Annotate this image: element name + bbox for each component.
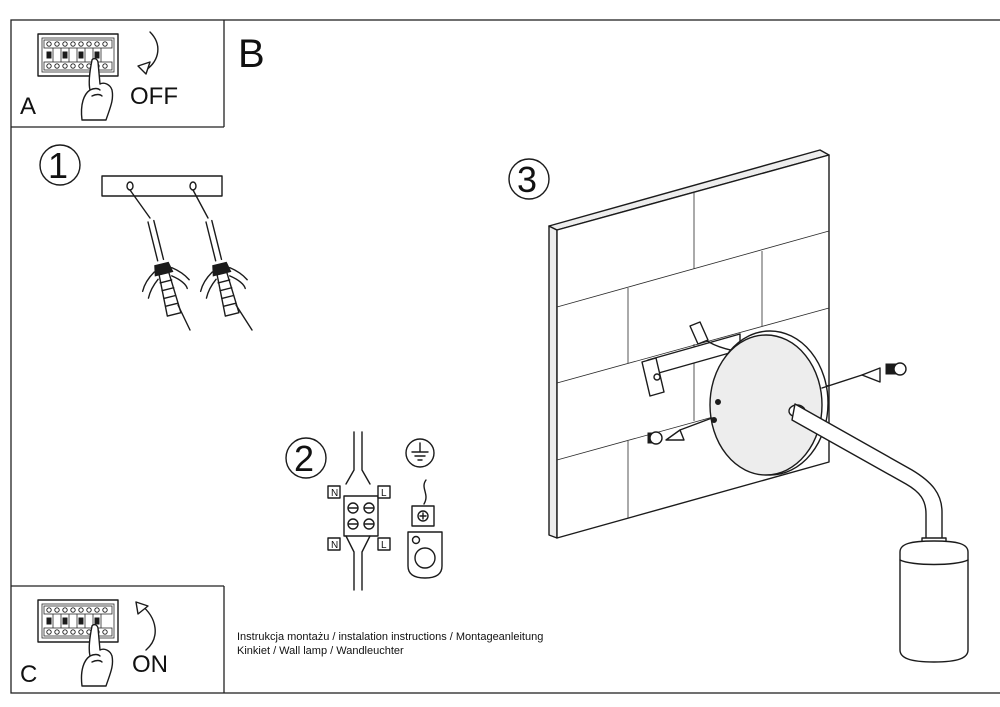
step-3-badge bbox=[508, 158, 550, 200]
rotate-down-arrow-icon bbox=[145, 31, 159, 71]
terminal-l-top: L bbox=[381, 488, 387, 499]
panel-a-letter: A bbox=[20, 93, 36, 120]
lamp-arm bbox=[791, 403, 943, 541]
panel-c-letter: C bbox=[20, 661, 37, 688]
switch-off-label: OFF bbox=[130, 83, 178, 110]
step-1-badge bbox=[39, 144, 81, 186]
switch-on-label: ON bbox=[132, 651, 168, 678]
wall-plug-icon bbox=[125, 215, 198, 322]
step-3-number: 3 bbox=[517, 159, 537, 200]
ground-symbol-icon bbox=[405, 438, 435, 468]
panel-a: A OFF bbox=[20, 31, 178, 121]
step-1-number: 1 bbox=[48, 145, 68, 186]
mounting-bracket bbox=[101, 175, 223, 197]
wall-plug-icon bbox=[183, 215, 256, 322]
insert-arrow-icon bbox=[861, 367, 881, 383]
panel-b-letter: B bbox=[238, 32, 265, 76]
insert-arrow-icon bbox=[665, 429, 685, 441]
step-3-assembly: 3 bbox=[508, 149, 969, 663]
breaker-panel-icon bbox=[37, 33, 119, 77]
panel-c: C ON bbox=[20, 599, 168, 688]
step-1-mounting: 1 bbox=[39, 144, 256, 331]
lamp-holder bbox=[899, 540, 969, 663]
step-2-wiring: 2 N L N L bbox=[285, 431, 443, 591]
sheet-border bbox=[10, 19, 1000, 694]
terminal-n-top: N bbox=[331, 488, 338, 499]
canopy bbox=[709, 334, 823, 476]
caption-line-2: Kinkiet / Wall lamp / Wandleuchter bbox=[237, 645, 404, 657]
step-2-number: 2 bbox=[294, 438, 314, 479]
terminal-n-bottom: N bbox=[331, 540, 338, 551]
terminal-block bbox=[343, 495, 379, 537]
step-2-badge bbox=[285, 437, 327, 479]
caption-line-1: Instrukcja montażu / instalation instruc… bbox=[237, 631, 544, 643]
terminal-l-bottom: L bbox=[381, 540, 387, 551]
breaker-panel-icon bbox=[37, 599, 119, 643]
